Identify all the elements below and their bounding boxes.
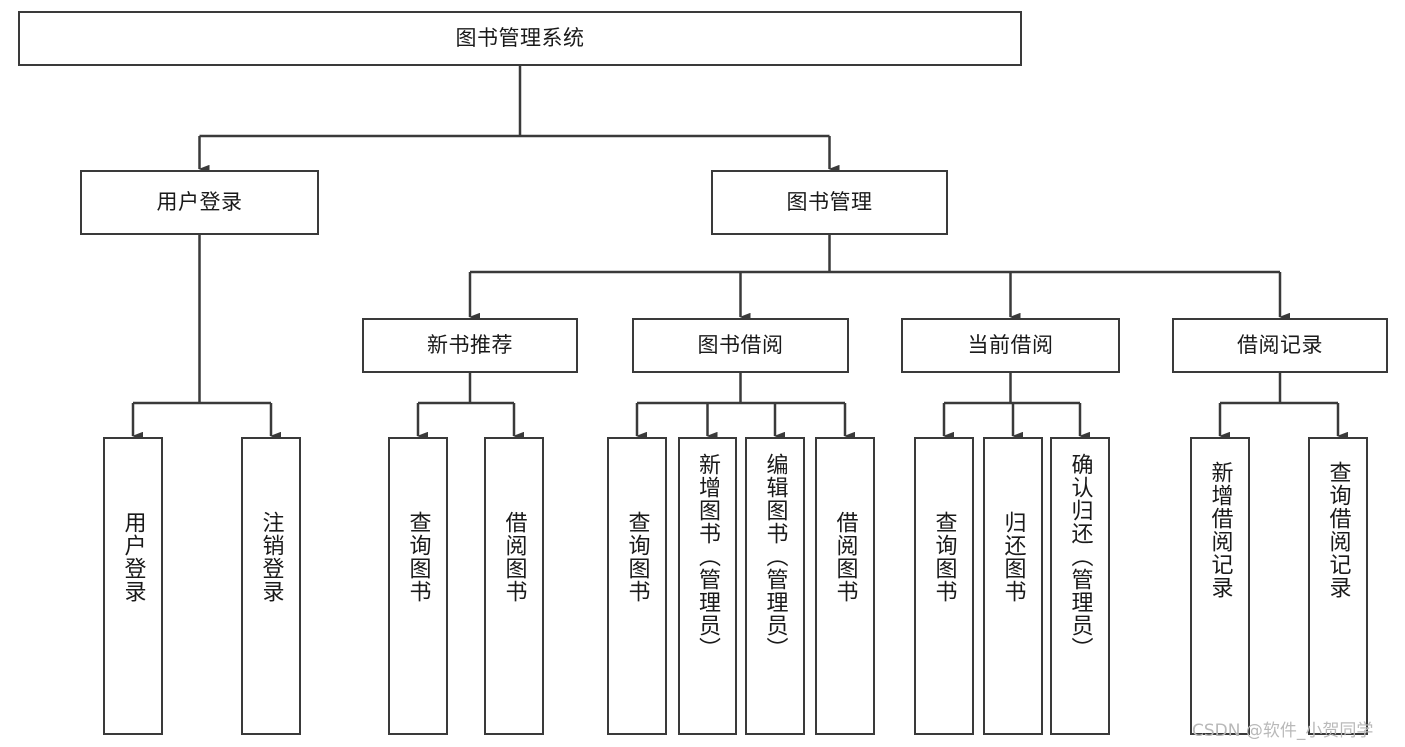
node-leaf-confirm-return[interactable]: 确认归还（管理员）	[1050, 437, 1110, 735]
node-leaf-borrow-book-rec[interactable]: 借阅图书	[484, 437, 544, 735]
node-leaf-user-login-label: 用户登录	[120, 511, 146, 603]
node-leaf-return-book-label: 归还图书	[1000, 511, 1026, 603]
node-leaf-return-book[interactable]: 归还图书	[983, 437, 1043, 735]
node-leaf-user-login[interactable]: 用户登录	[103, 437, 163, 735]
node-leaf-query-record-label: 查询借阅记录	[1325, 461, 1351, 599]
node-leaf-add-book-label: 新增图书（管理员）	[695, 453, 721, 660]
node-book-borrow[interactable]: 图书借阅	[632, 318, 849, 373]
node-leaf-add-book[interactable]: 新增图书（管理员）	[678, 437, 737, 735]
node-leaf-borrow-book-label: 借阅图书	[832, 511, 858, 603]
node-user-login[interactable]: 用户登录	[80, 170, 319, 235]
node-leaf-query-record[interactable]: 查询借阅记录	[1308, 437, 1368, 735]
node-leaf-borrow-book[interactable]: 借阅图书	[815, 437, 875, 735]
node-leaf-query-book-cur-label: 查询图书	[931, 511, 957, 603]
node-leaf-query-book-rec-label: 查询图书	[405, 511, 431, 603]
node-leaf-borrow-book-rec-label: 借阅图书	[501, 511, 527, 603]
node-root-label: 图书管理系统	[455, 25, 585, 50]
node-leaf-user-logout-label: 注销登录	[258, 511, 284, 603]
node-user-login-label: 用户登录	[156, 189, 243, 214]
node-leaf-confirm-return-label: 确认归还（管理员）	[1067, 453, 1093, 660]
node-leaf-edit-book-label: 编辑图书（管理员）	[762, 453, 788, 660]
node-leaf-edit-book[interactable]: 编辑图书（管理员）	[745, 437, 805, 735]
node-current-borrow[interactable]: 当前借阅	[901, 318, 1120, 373]
node-current-borrow-label: 当前借阅	[967, 332, 1054, 357]
node-book-borrow-label: 图书借阅	[697, 332, 784, 357]
node-leaf-query-book-rec[interactable]: 查询图书	[388, 437, 448, 735]
node-leaf-add-record-label: 新增借阅记录	[1207, 461, 1233, 599]
node-leaf-user-logout[interactable]: 注销登录	[241, 437, 301, 735]
node-new-book-rec-label: 新书推荐	[427, 332, 513, 357]
node-root[interactable]: 图书管理系统	[18, 11, 1022, 66]
node-book-manage[interactable]: 图书管理	[711, 170, 948, 235]
node-new-book-rec[interactable]: 新书推荐	[362, 318, 578, 373]
node-leaf-query-book-borrow-label: 查询图书	[624, 511, 650, 603]
node-book-manage-label: 图书管理	[786, 189, 873, 214]
node-leaf-add-record[interactable]: 新增借阅记录	[1190, 437, 1250, 735]
node-borrow-record[interactable]: 借阅记录	[1172, 318, 1388, 373]
node-leaf-query-book-borrow[interactable]: 查询图书	[607, 437, 667, 735]
node-borrow-record-label: 借阅记录	[1237, 332, 1323, 357]
node-leaf-query-book-cur[interactable]: 查询图书	[914, 437, 974, 735]
